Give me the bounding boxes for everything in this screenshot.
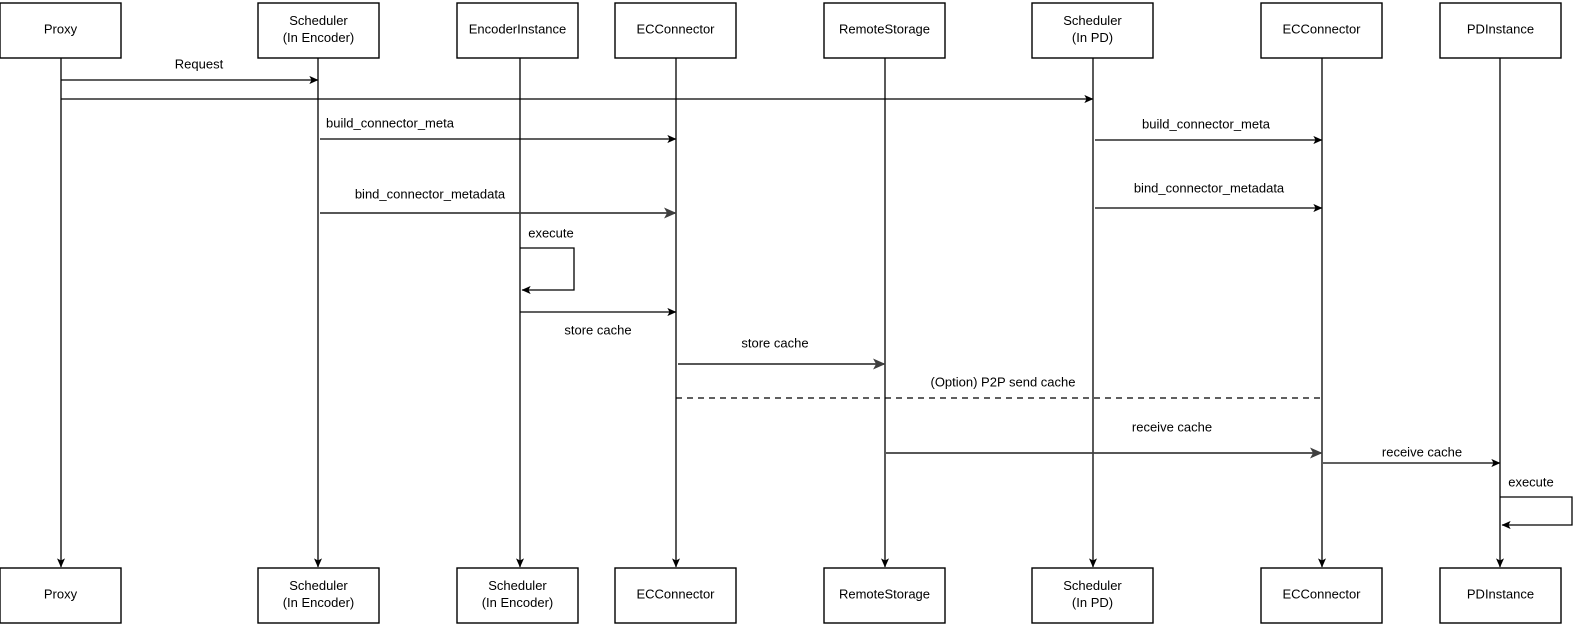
- participant-box-bottom-encoder_inst[interactable]: [456, 567, 579, 624]
- self-calls-layer: execute execute: [520, 225, 1573, 530]
- participant-label-top-sched_enc: Scheduler(In Encoder): [283, 13, 355, 45]
- participant-box-bottom-remote_store[interactable]: [823, 567, 946, 624]
- participant-box-bottom-pd_inst[interactable]: [1439, 567, 1562, 624]
- message-label-m8: store cache: [741, 335, 808, 350]
- participant-top-encoder_inst[interactable]: EncoderInstance: [456, 2, 579, 59]
- participant-box-top-proxy[interactable]: [0, 2, 122, 59]
- message-label-m10: receive cache: [1132, 419, 1212, 434]
- message-m5: bind_connector_metadata: [320, 186, 677, 219]
- participant-label-bottom-pd_inst: PDInstance: [1467, 587, 1534, 602]
- participant-label-bottom-remote_store: RemoteStorage: [839, 587, 930, 602]
- participant-box-top-remote_store[interactable]: [823, 2, 946, 59]
- participant-box-top-sched_pd[interactable]: [1031, 2, 1154, 59]
- self-call-s1: execute: [520, 225, 575, 295]
- participant-bottom-remote_store[interactable]: RemoteStorage: [823, 567, 946, 624]
- message-label-m9: (Option) P2P send cache: [930, 374, 1075, 389]
- participant-label-top-ec_conn_enc: ECConnector: [636, 22, 715, 37]
- message-m10: receive cache: [886, 419, 1323, 459]
- participant-box-top-ec_conn_enc[interactable]: [614, 2, 737, 59]
- participant-top-sched_pd[interactable]: Scheduler(In PD): [1031, 2, 1154, 59]
- participant-box-bottom-sched_pd[interactable]: [1031, 567, 1154, 624]
- lifelines-layer: [56, 58, 1505, 568]
- participant-box-top-pd_inst[interactable]: [1439, 2, 1562, 59]
- participant-box-bottom-ec_conn_pd[interactable]: [1260, 567, 1383, 624]
- message-m7: store cache: [520, 307, 677, 337]
- participant-bottom-ec_conn_pd[interactable]: ECConnector: [1260, 567, 1383, 624]
- message-label-m4: build_connector_meta: [1142, 116, 1271, 131]
- message-m9: (Option) P2P send cache: [676, 374, 1322, 399]
- self-call-label-s1: execute: [528, 225, 574, 240]
- participant-label-top-remote_store: RemoteStorage: [839, 22, 930, 37]
- participant-box-top-sched_enc[interactable]: [257, 2, 380, 59]
- participant-box-bottom-proxy[interactable]: [0, 567, 122, 624]
- participant-bottom-pd_inst[interactable]: PDInstance: [1439, 567, 1562, 624]
- participant-top-remote_store[interactable]: RemoteStorage: [823, 2, 946, 59]
- participant-box-bottom-sched_enc[interactable]: [257, 567, 380, 624]
- messages-layer: Request build_connector_meta build_connect…: [61, 56, 1501, 468]
- self-call-path-s2: [1500, 496, 1573, 530]
- message-label-m11: receive cache: [1382, 444, 1462, 459]
- participant-box-top-ec_conn_pd[interactable]: [1260, 2, 1383, 59]
- participant-label-bottom-ec_conn_pd: ECConnector: [1282, 587, 1361, 602]
- self-call-path-s1: [520, 247, 575, 295]
- message-m3: build_connector_meta: [320, 115, 677, 144]
- message-label-m5: bind_connector_metadata: [355, 186, 506, 201]
- participant-bottom-encoder_inst[interactable]: Scheduler(In Encoder): [456, 567, 579, 624]
- message-m6: bind_connector_metadata: [1095, 180, 1323, 213]
- participant-top-ec_conn_pd[interactable]: ECConnector: [1260, 2, 1383, 59]
- message-label-m6: bind_connector_metadata: [1134, 180, 1285, 195]
- participant-label-bottom-sched_pd: Scheduler(In PD): [1063, 578, 1122, 610]
- participant-label-top-proxy: Proxy: [44, 22, 78, 37]
- message-label-m1: Request: [175, 56, 224, 71]
- participant-label-bottom-proxy: Proxy: [44, 587, 78, 602]
- participant-label-bottom-ec_conn_enc: ECConnector: [636, 587, 715, 602]
- participant-label-top-pd_inst: PDInstance: [1467, 22, 1534, 37]
- message-m11: receive cache: [1323, 444, 1501, 468]
- self-call-label-s2: execute: [1508, 474, 1554, 489]
- participant-label-bottom-encoder_inst: Scheduler(In Encoder): [482, 578, 554, 610]
- participant-bottom-proxy[interactable]: Proxy: [0, 567, 122, 624]
- participant-top-sched_enc[interactable]: Scheduler(In Encoder): [257, 2, 380, 59]
- participant-bottom-sched_enc[interactable]: Scheduler(In Encoder): [257, 567, 380, 624]
- message-m8: store cache: [678, 335, 886, 370]
- participant-top-proxy[interactable]: Proxy: [0, 2, 122, 59]
- participant-label-top-encoder_inst: EncoderInstance: [469, 22, 567, 37]
- message-label-m3: build_connector_meta: [326, 115, 455, 130]
- participant-bottom-sched_pd[interactable]: Scheduler(In PD): [1031, 567, 1154, 624]
- participant-top-ec_conn_enc[interactable]: ECConnector: [614, 2, 737, 59]
- message-m1: Request: [61, 56, 319, 85]
- message-m4: build_connector_meta: [1095, 116, 1323, 145]
- participant-label-top-sched_pd: Scheduler(In PD): [1063, 13, 1122, 45]
- self-call-s2: execute: [1500, 474, 1573, 530]
- participant-box-bottom-ec_conn_enc[interactable]: [614, 567, 737, 624]
- participant-label-bottom-sched_enc: Scheduler(In Encoder): [283, 578, 355, 610]
- participant-bottom-ec_conn_enc[interactable]: ECConnector: [614, 567, 737, 624]
- participant-top-pd_inst[interactable]: PDInstance: [1439, 2, 1562, 59]
- message-label-m7: store cache: [564, 322, 631, 337]
- participant-box-top-encoder_inst[interactable]: [456, 2, 579, 59]
- participant-label-top-ec_conn_pd: ECConnector: [1282, 22, 1361, 37]
